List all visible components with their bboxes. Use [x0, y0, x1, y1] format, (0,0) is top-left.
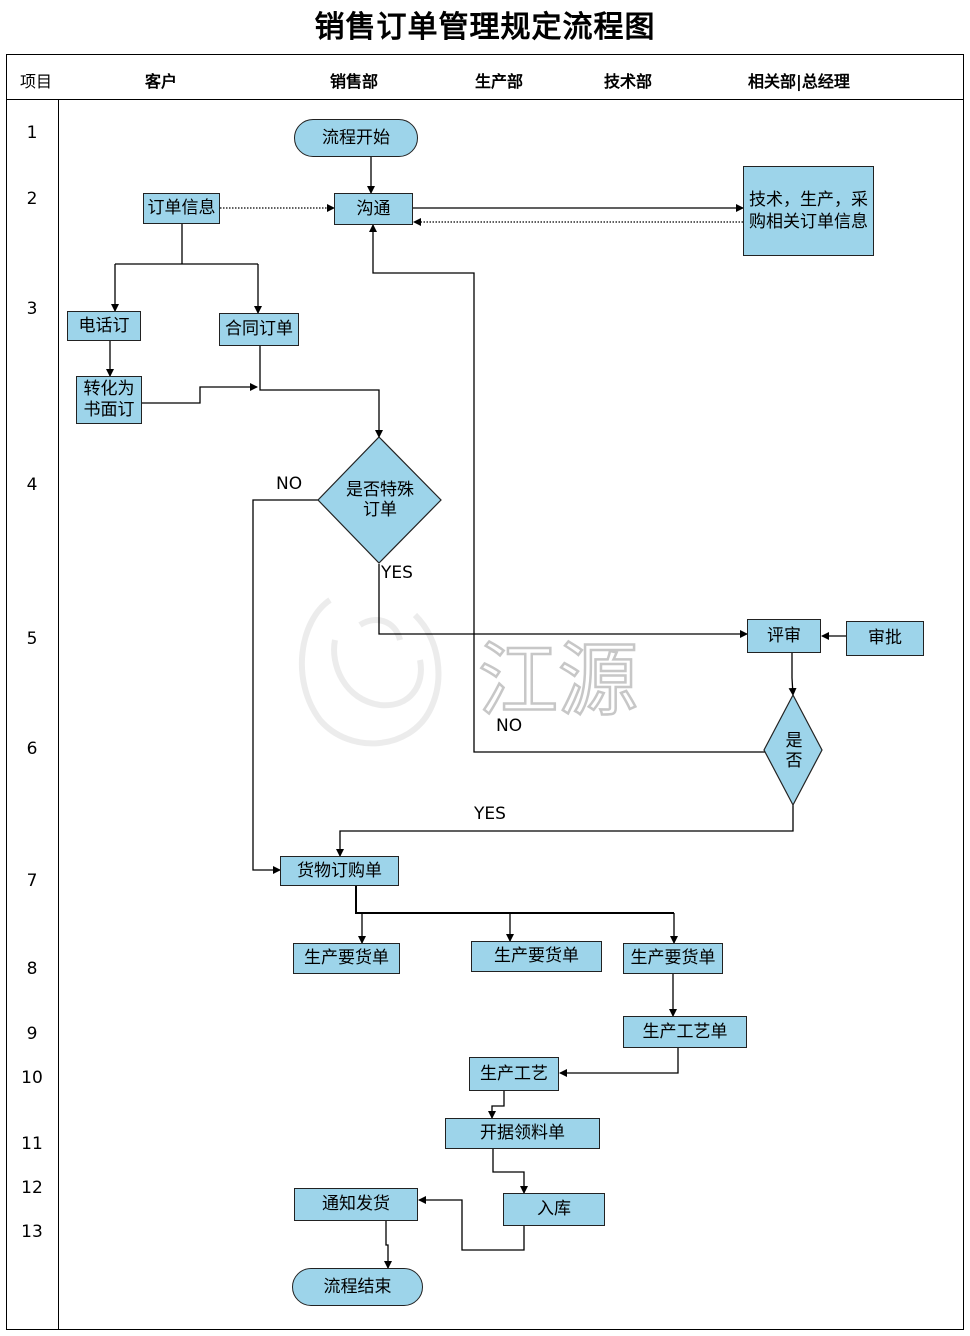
prod-request-box-3: 生产要货单: [623, 943, 723, 974]
row-number: 9: [26, 1024, 38, 1044]
material-issue-box: 开据领料单: [445, 1118, 600, 1149]
row-number: 11: [21, 1134, 43, 1154]
row-number: 3: [26, 299, 38, 319]
convert-written-box: 转化为书面订: [76, 376, 142, 424]
branch-label-no: NO: [276, 474, 303, 494]
header-sales: 销售部: [330, 72, 379, 91]
decision-diamond: [317, 436, 442, 564]
header-production: 生产部: [475, 72, 524, 91]
diagram-frame: [6, 54, 964, 1330]
watermark-text: 江源: [478, 634, 638, 727]
branch-label-no: NO: [496, 716, 523, 736]
watermark-logo: [298, 597, 442, 747]
contract-order-box: 合同订单: [219, 313, 299, 346]
prod-request-box-1: 生产要货单: [293, 943, 400, 974]
approve-box: 审批: [846, 621, 924, 656]
review-box: 评审: [747, 619, 821, 653]
header-customer: 客户: [145, 72, 178, 91]
branch-label-yes: YES: [381, 563, 413, 583]
communicate-box: 沟通: [334, 193, 413, 225]
order-info-box: 订单信息: [143, 193, 220, 224]
row-number: 6: [26, 739, 38, 759]
special-order-decision-label: 是否特殊订单: [346, 480, 414, 520]
header-manager: 相关部|总经理: [748, 72, 850, 91]
prod-process-box: 生产工艺: [469, 1057, 559, 1091]
row-number-divider: [58, 99, 59, 1330]
row-number: 7: [26, 871, 38, 891]
row-number: 13: [21, 1222, 43, 1242]
end-node: 流程结束: [292, 1268, 423, 1306]
goods-order-box: 货物订购单: [280, 856, 399, 886]
row-number: 12: [21, 1178, 43, 1198]
tech-info-box: 技术，生产，采购相关订单信息: [743, 166, 874, 256]
row-number: 4: [26, 475, 38, 495]
prod-request-box-2: 生产要货单: [471, 941, 602, 972]
start-node: 流程开始: [294, 119, 418, 157]
phone-order-box: 电话订: [67, 311, 141, 341]
branch-label-yes: YES: [474, 804, 506, 824]
header-divider: [6, 99, 964, 100]
header-item: 项目: [20, 72, 53, 91]
row-number: 10: [21, 1068, 43, 1088]
page-title: 销售订单管理规定流程图: [314, 10, 656, 45]
header-technical: 技术部: [604, 72, 653, 91]
row-number: 1: [26, 123, 38, 143]
row-number: 2: [26, 189, 38, 209]
row-number: 8: [26, 959, 38, 979]
row-number: 5: [26, 629, 38, 649]
approval-decision-label: 是否: [785, 731, 803, 771]
process-sheet-box: 生产工艺单: [623, 1016, 747, 1048]
notify-ship-box: 通知发货: [294, 1188, 418, 1221]
warehouse-in-box: 入库: [503, 1193, 605, 1226]
decision-diamond: [763, 693, 823, 807]
